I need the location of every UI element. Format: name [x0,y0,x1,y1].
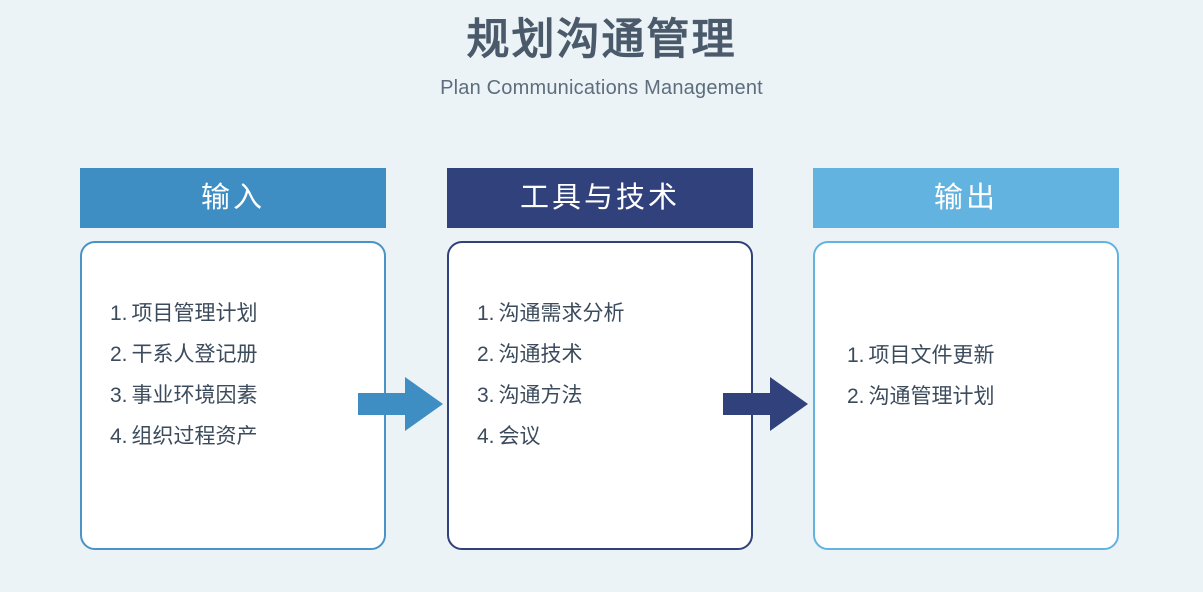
column-header-input: 输入 [80,168,386,228]
list-item-label: 项目管理计划 [131,302,258,325]
list-item-label: 事业环境因素 [131,384,258,407]
page-subtitle: Plan Communications Management [440,76,763,99]
column-header-tools-and-techniques: 工具与技术 [447,168,753,228]
list-item: 4.会议 [449,426,751,447]
list-item-label: 组织过程资产 [131,425,258,448]
list-item: 1.沟通需求分析 [449,303,751,324]
list-item-number: 1. [477,302,495,325]
list-item: 2.干系人登记册 [82,344,384,365]
list-item-label: 沟通管理计划 [868,385,995,408]
column-tools-and-techniques: 工具与技术 1.沟通需求分析 2.沟通技术 3.沟通方法 4.会议 [447,168,753,550]
list-item: 1.项目管理计划 [82,303,384,324]
columns-container: 输入 1.项目管理计划 2.干系人登记册 3.事业环境因素 4.组织过程资产 工… [0,168,1203,558]
item-list-input: 1.项目管理计划 2.干系人登记册 3.事业环境因素 4.组织过程资产 [82,303,384,467]
arrow-right-icon-input-to-tools [358,377,443,431]
list-item: 2.沟通技术 [449,344,751,365]
list-item-label: 干系人登记册 [131,343,258,366]
page-title: 规划沟通管理 [466,16,737,64]
list-item: 3.沟通方法 [449,385,751,406]
title-block: 规划沟通管理 Plan Communications Management [0,14,1203,100]
list-item-label: 项目文件更新 [868,344,995,367]
column-header-output: 输出 [813,168,1119,228]
list-item: 3.事业环境因素 [82,385,384,406]
list-item-label: 沟通技术 [498,343,583,366]
list-item-number: 4. [477,425,495,448]
list-item-number: 1. [847,344,865,367]
list-item: 4.组织过程资产 [82,426,384,447]
list-item-number: 2. [477,343,495,366]
item-list-tools-and-techniques: 1.沟通需求分析 2.沟通技术 3.沟通方法 4.会议 [449,303,751,467]
column-card-input: 1.项目管理计划 2.干系人登记册 3.事业环境因素 4.组织过程资产 [80,241,386,550]
list-item: 2.沟通管理计划 [815,386,1117,407]
list-item-number: 1. [110,302,128,325]
list-item-number: 3. [477,384,495,407]
list-item-number: 4. [110,425,128,448]
column-output: 输出 1.项目文件更新 2.沟通管理计划 [813,168,1119,550]
list-item-label: 沟通需求分析 [498,302,625,325]
list-item-number: 3. [110,384,128,407]
list-item-number: 2. [110,343,128,366]
column-card-tools-and-techniques: 1.沟通需求分析 2.沟通技术 3.沟通方法 4.会议 [447,241,753,550]
column-input: 输入 1.项目管理计划 2.干系人登记册 3.事业环境因素 4.组织过程资产 [80,168,386,550]
column-card-output: 1.项目文件更新 2.沟通管理计划 [813,241,1119,550]
item-list-output: 1.项目文件更新 2.沟通管理计划 [815,345,1117,427]
list-item-label: 会议 [498,425,541,448]
list-item-label: 沟通方法 [498,384,583,407]
list-item-number: 2. [847,385,865,408]
list-item: 1.项目文件更新 [815,345,1117,366]
arrow-right-icon-tools-to-output [723,377,808,431]
